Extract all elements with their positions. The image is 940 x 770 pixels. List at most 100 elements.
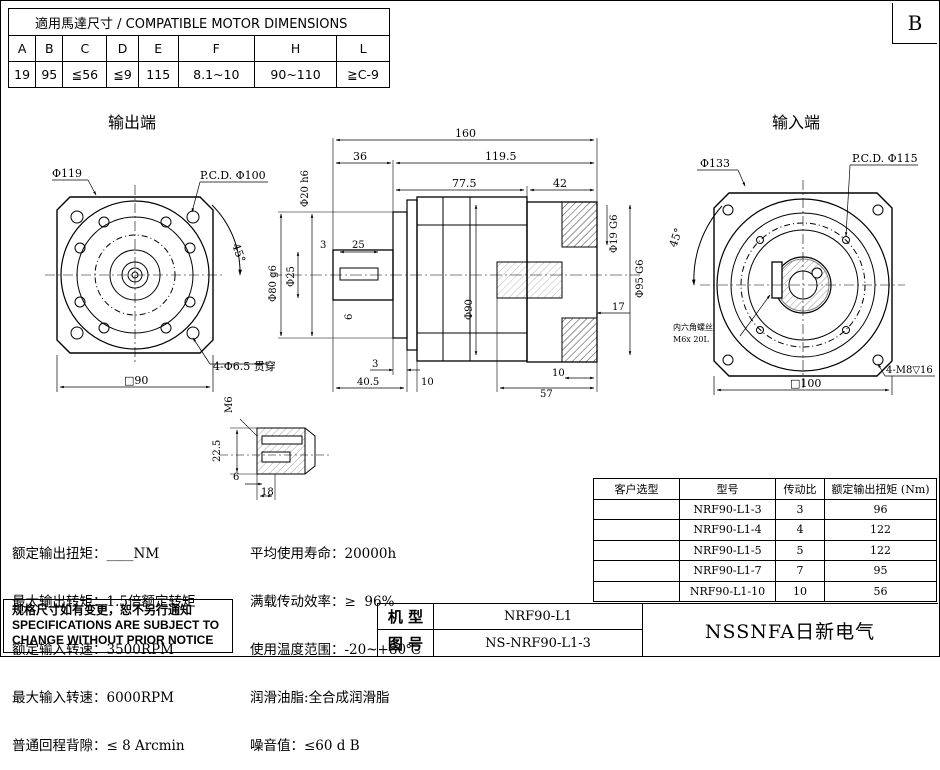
dim-57: 57	[540, 389, 553, 400]
motor-value-l: ≧C-9	[336, 61, 390, 88]
spec-label: 满载传动效率：	[250, 594, 345, 610]
model-label: 机 型	[378, 604, 434, 630]
motor-header-b: B	[35, 35, 64, 62]
dim-10b: 10	[552, 368, 565, 379]
dim-shaft-tip: Φ20 h6	[300, 170, 311, 207]
input-holes: 4-M8▽16	[886, 365, 933, 376]
drawing-label: 图 号	[378, 630, 434, 656]
dim-body-dia: Φ90	[464, 299, 475, 320]
spec-line: 满载传动效率：≥ 96%	[250, 594, 421, 610]
notice-en-1: SPECIFICATIONS ARE SUBJECT TO	[12, 618, 220, 632]
model-name: NRF90-L1-10	[679, 580, 776, 602]
spec-label: 平均使用寿命：	[250, 546, 345, 562]
output-holes: 4-Φ6.5 贯穿	[213, 359, 276, 373]
model-ratio: 3	[775, 498, 825, 520]
title-block: 机 型 NRF90-L1 图 号 NS-NRF90-L1-3 NSSNFA日新电…	[377, 603, 938, 656]
output-end-view	[45, 179, 268, 392]
detail-view	[220, 418, 330, 500]
dim-key-25: 25	[352, 240, 365, 251]
model-ratio: 4	[775, 519, 825, 541]
model-header-model: 型号	[679, 478, 776, 500]
model-torque: 122	[824, 519, 937, 541]
dim-key-3: 3	[320, 240, 326, 251]
input-hex-note-1: 内六角螺丝	[673, 322, 713, 332]
spec-line: 使用温度范围：-20~+80℃	[250, 642, 421, 658]
model-torque: 95	[824, 560, 937, 582]
spec-line: 最大输入转速：6000RPM	[12, 690, 195, 706]
spec-line: 普通回程背隙：≤ 8 Arcmin	[12, 738, 195, 754]
spec-line: 润滑油脂:全合成润滑脂	[250, 690, 421, 706]
sheet-letter: B	[907, 11, 923, 35]
motor-value-b: 95	[35, 61, 64, 88]
spec-label: 额定输出扭矩：	[12, 546, 107, 562]
model-name: NRF90-L1-3	[679, 498, 776, 520]
input-square: □100	[790, 377, 821, 390]
detail-18: 18	[261, 487, 274, 498]
motor-value-d: ≦9	[106, 61, 139, 88]
motor-header-l: L	[336, 35, 390, 62]
detail-thread: M6	[224, 396, 235, 413]
model-choice	[593, 580, 680, 602]
model-torque: 56	[824, 580, 937, 602]
spec-value: -20~+80℃	[344, 642, 422, 658]
table-row: NRF90-L1-5 5 122	[593, 539, 937, 561]
dim-shaft-length: 36	[353, 150, 367, 163]
spec-label: 最大输出转矩：	[12, 594, 107, 610]
spec-label: 普通回程背隙：	[12, 738, 107, 754]
model-header-choice: 客户选型	[593, 478, 680, 500]
input-hex-note-2: M6x 20L	[673, 335, 710, 344]
model-header-torque: 额定输出扭矩 (Nm)	[824, 478, 937, 500]
spec-line: 最大输出转矩：1.5倍额定转矩	[12, 594, 195, 610]
motor-value-h: 90~110	[253, 61, 338, 88]
side-view	[270, 138, 640, 392]
detail-depth: 22.5	[212, 440, 223, 462]
input-angle: 45°	[667, 226, 686, 249]
input-outer-diameter: Φ133	[700, 157, 730, 170]
model-header-ratio: 传动比	[775, 478, 825, 500]
input-end-view	[691, 164, 935, 395]
spec-line: 额定输出扭矩：____NM	[12, 546, 195, 562]
output-end-label: 输出端	[108, 113, 156, 132]
model-ratio: 10	[775, 580, 825, 602]
spec-label: 额定输入转速：	[12, 642, 107, 658]
spec-label: 噪音值	[250, 738, 291, 754]
dim-flange-3: 3	[372, 359, 378, 370]
spec-label: 最大输入转速：	[12, 690, 107, 706]
input-end-label: 输入端	[772, 113, 820, 132]
technical-drawing: 输出端 输入端 Φ119 P.C.D. Φ100 45° 4-Φ6.5 贯穿 □…	[45, 113, 935, 500]
model-choice	[593, 539, 680, 561]
model-name: NRF90-L1-7	[679, 560, 776, 582]
model-name: NRF90-L1-5	[679, 539, 776, 561]
spec-value: ____NM	[106, 546, 160, 562]
motor-value-c: ≦56	[62, 61, 108, 88]
dim-10a: 10	[421, 377, 434, 388]
spec-value: ≤ 8 Arcmin	[106, 738, 185, 754]
dim-405: 40.5	[357, 377, 379, 388]
dim-42: 42	[553, 177, 567, 190]
model-ratio: 7	[775, 560, 825, 582]
dim-775: 77.5	[452, 177, 477, 190]
motor-value-f: 8.1~10	[177, 61, 255, 88]
motor-dimensions-table: 適用馬達尺寸 / COMPATIBLE MOTOR DIMENSIONS A B…	[7, 8, 390, 88]
output-pcd: P.C.D. Φ100	[200, 169, 266, 182]
motor-header-c: C	[62, 35, 108, 62]
notice-en-2: CHANGE WITHOUT PRIOR NOTICE	[12, 633, 214, 647]
company-name: NSSNFA日新电气	[704, 620, 876, 643]
spec-label: 润滑油脂:	[250, 690, 309, 706]
spec-value: 6000RPM	[106, 690, 174, 706]
spec-value: 20000h	[344, 546, 397, 562]
spec-value: ：≤60 d B	[290, 738, 360, 754]
notice-box: 规格尺寸如有变更，恕不另行通知 SPECIFICATIONS ARE SUBJE…	[3, 599, 233, 653]
notice-cn: 规格尺寸如有变更，恕不另行通知	[12, 603, 193, 617]
model-torque: 122	[824, 539, 937, 561]
dim-pilot: Φ80 g6	[268, 265, 279, 302]
table-row: NRF90-L1-7 7 95	[593, 560, 937, 582]
dim-17: 17	[612, 302, 625, 313]
model-ratio: 5	[775, 539, 825, 561]
motor-value-e: 115	[137, 61, 179, 88]
motor-header-h: H	[253, 35, 338, 62]
output-square: □90	[124, 374, 148, 387]
table-row: NRF90-L1-10 10 56	[593, 580, 937, 602]
spec-line: 平均使用寿命：20000h	[250, 546, 421, 562]
spec-label: 使用温度范围：	[250, 642, 345, 658]
